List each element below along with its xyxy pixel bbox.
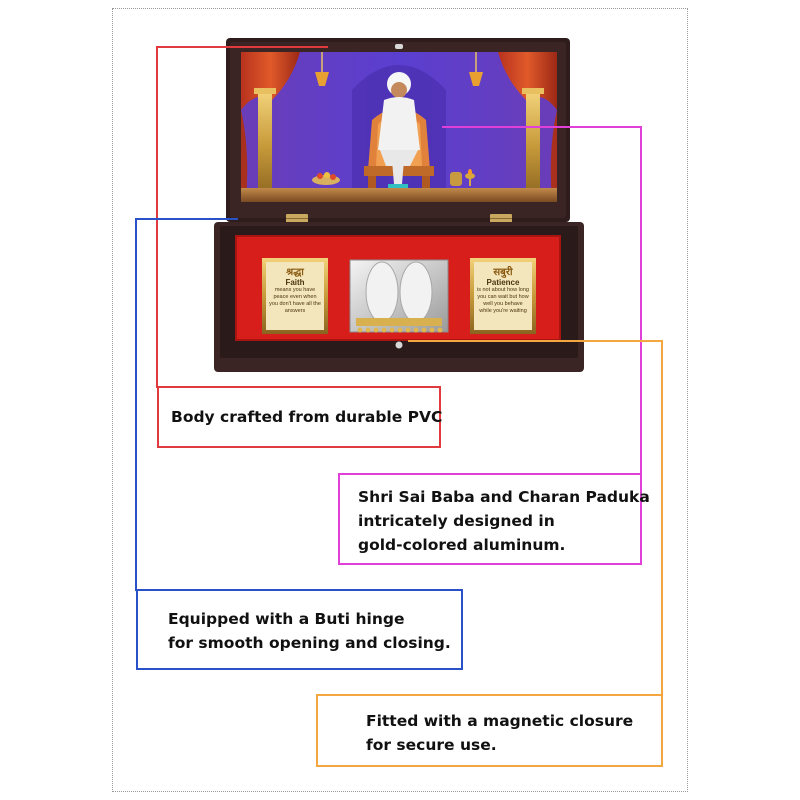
faith-script: श्रद्धा — [286, 267, 304, 278]
callout-hinge-line-1: Equipped with a Buti hinge — [168, 610, 405, 628]
callout-magnet-line-1: Fitted with a magnetic closure — [366, 712, 634, 730]
faith-title: Faith — [285, 278, 305, 287]
callout-sai-baba-paduka: Shri Sai Baba and Charan Paduka intricat… — [338, 473, 650, 565]
faith-plaque-text: श्रद्धा Faith means you have peace even … — [266, 262, 324, 330]
callout-sai-line-3: gold-colored aluminum. — [358, 536, 566, 554]
box-lid — [226, 38, 570, 222]
patience-body: is not about how long you can wait but h… — [477, 287, 529, 314]
magnetic-closure — [395, 341, 403, 349]
faith-body: means you have peace even when you don't… — [269, 287, 321, 314]
callout-hinge-line-2: for smooth opening and closing. — [168, 634, 451, 652]
patience-plaque-text: सबुरी Patience is not about how long you… — [474, 262, 532, 330]
callout-magnetic-closure: Fitted with a magnetic closure for secur… — [316, 694, 663, 767]
callout-pvc-line-1: Body crafted from durable PVC — [171, 408, 443, 426]
callout-sai-line-1: Shri Sai Baba and Charan Paduka — [358, 488, 650, 506]
callout-pvc-body: Body crafted from durable PVC — [157, 386, 443, 448]
lid-clasp — [395, 44, 403, 49]
charan-paduka — [349, 259, 449, 333]
image-frame — [112, 8, 688, 792]
sai-baba-print — [241, 52, 557, 202]
callout-sai-line-2: intricately designed in — [358, 512, 555, 530]
callout-buti-hinge: Equipped with a Buti hinge for smooth op… — [136, 589, 463, 670]
patience-script: सबुरी — [493, 267, 513, 278]
callout-magnet-line-2: for secure use. — [366, 736, 497, 754]
patience-title: Patience — [486, 278, 520, 287]
